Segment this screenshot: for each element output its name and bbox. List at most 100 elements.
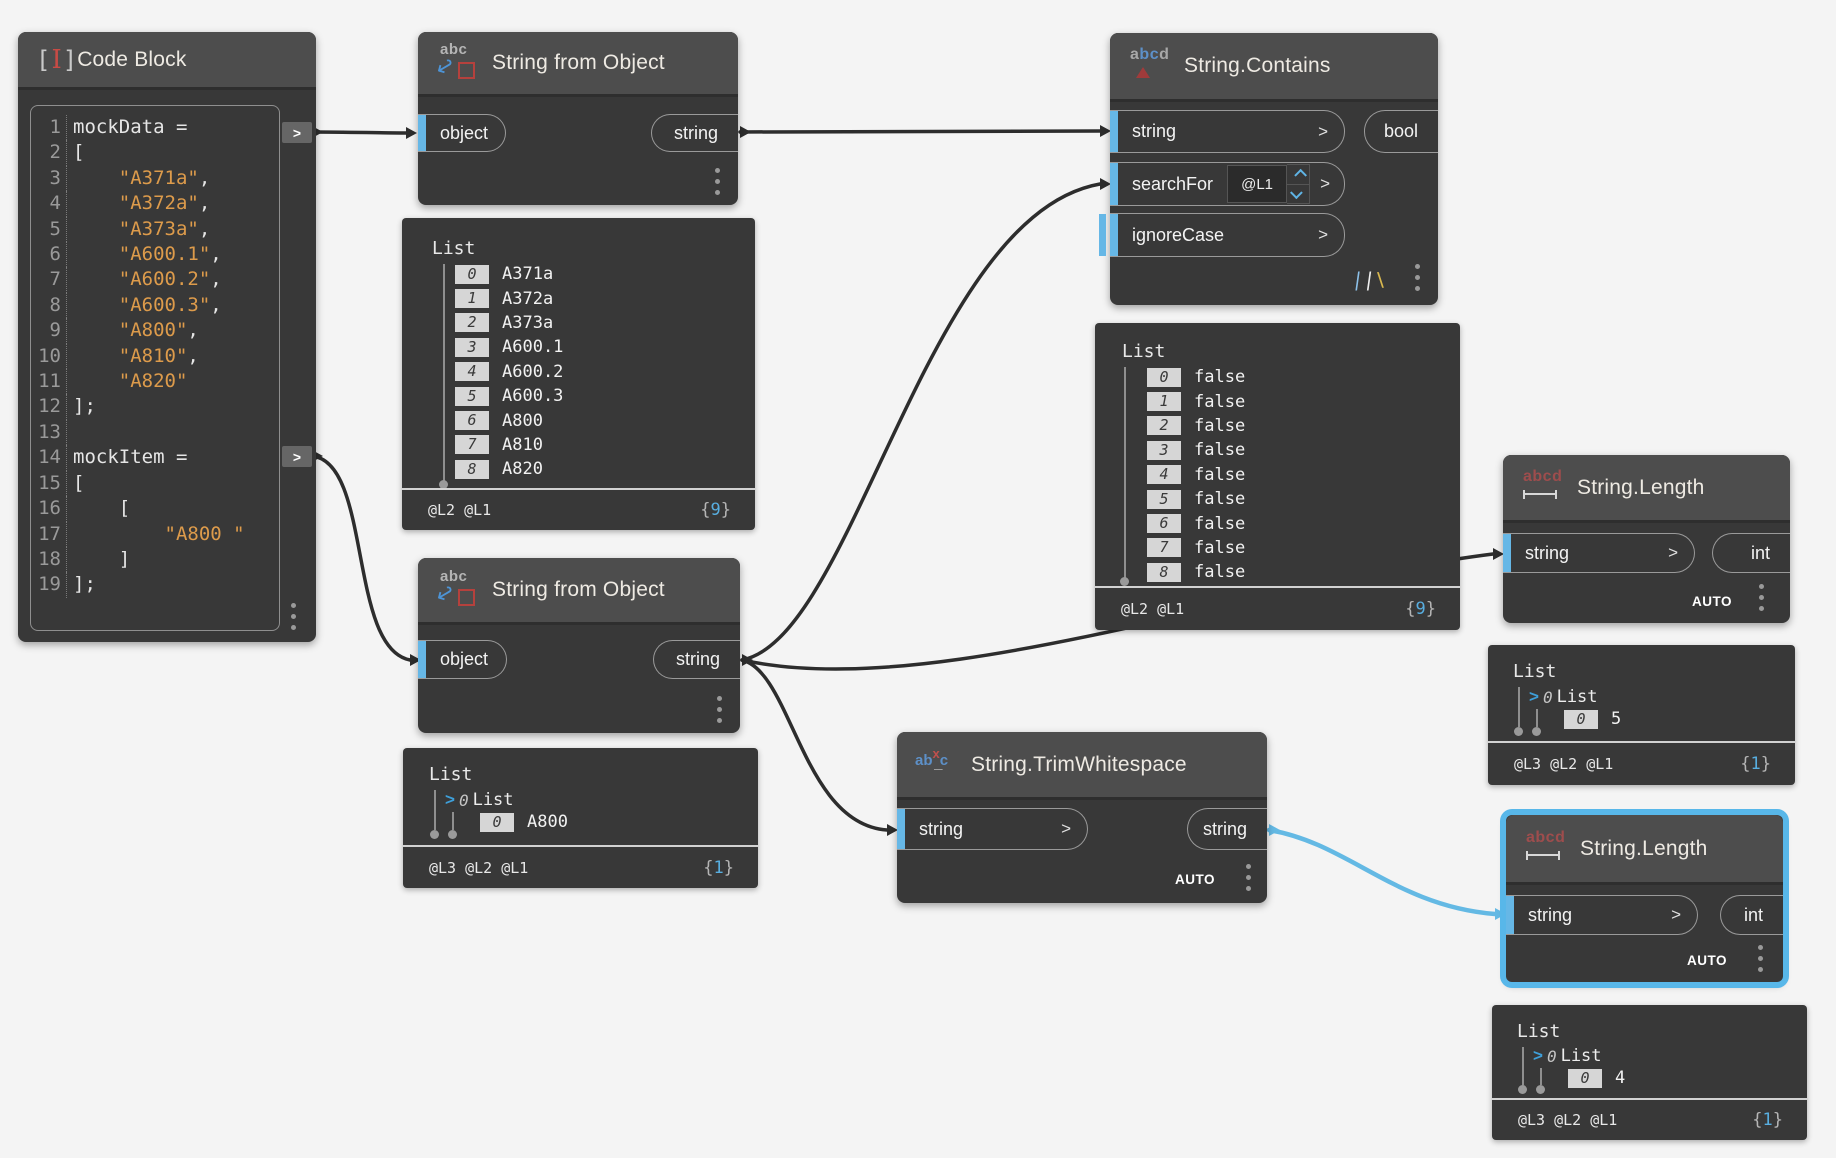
- default-value-chevron: >: [1671, 905, 1681, 924]
- default-port-marker: [1099, 214, 1106, 256]
- node-header[interactable]: abc ↩ String from Object: [418, 558, 740, 625]
- wire-sfo2-to-trim[interactable]: [740, 658, 889, 832]
- port-label: object: [440, 649, 489, 669]
- default-value-chevron: >: [1318, 121, 1328, 141]
- tree-dot: [1514, 727, 1523, 736]
- node-menu-icon[interactable]: [1415, 264, 1420, 291]
- node-string-from-object-1[interactable]: abc ↩ String from Object object string: [418, 32, 738, 205]
- output-port-string[interactable]: string: [1187, 808, 1267, 850]
- level-value-box[interactable]: @L1: [1227, 165, 1288, 203]
- output-port-string[interactable]: string: [653, 640, 740, 679]
- leaf-index: 0: [480, 812, 514, 832]
- node-menu-icon[interactable]: [1758, 945, 1763, 972]
- node-string-length-1[interactable]: abcd String.Length string > int AUTO: [1503, 455, 1790, 623]
- node-string-length-2-selected[interactable]: abcd String.Length string > int AUTO: [1506, 815, 1783, 982]
- bubble-footer: @L3 @L2 @L1 {1}: [1492, 1098, 1807, 1140]
- node-menu-icon[interactable]: [1759, 584, 1764, 611]
- port-marker: [418, 115, 426, 151]
- code-output-port-1[interactable]: >: [282, 122, 312, 143]
- input-port-string[interactable]: string >: [1503, 533, 1695, 573]
- tree-line: [1522, 1047, 1524, 1085]
- node-header[interactable]: abxc_ String.TrimWhitespace: [897, 732, 1267, 800]
- spinner-up-icon[interactable]: [1287, 165, 1310, 185]
- list-root-label: List: [432, 238, 476, 259]
- execution-mode-label[interactable]: AUTO: [1174, 872, 1215, 887]
- node-header[interactable]: [I] Code Block: [18, 32, 316, 90]
- lacing-indicator[interactable]: ||\: [1350, 269, 1388, 291]
- leaf-value: 4: [1615, 1068, 1626, 1088]
- node-title: String.Contains: [1184, 54, 1331, 77]
- level-labels: @L3 @L2 @L1: [1518, 1111, 1618, 1129]
- node-menu-icon[interactable]: [715, 168, 720, 195]
- tree-line: [1540, 1068, 1542, 1085]
- node-menu-icon[interactable]: [1246, 864, 1251, 891]
- spinner-down-icon[interactable]: [1287, 185, 1309, 204]
- execution-mode-label[interactable]: AUTO: [1686, 953, 1727, 968]
- default-value-chevron: >: [1318, 225, 1328, 244]
- port-label: int: [1743, 904, 1763, 925]
- output-port-int[interactable]: int: [1720, 895, 1783, 935]
- item-count: {9}: [700, 500, 731, 520]
- output-port-bool[interactable]: bool: [1364, 110, 1438, 153]
- list-subrow: > 0 List: [1533, 1046, 1602, 1066]
- list-root-label: List: [429, 764, 473, 785]
- wire-trim-to-length2-selected[interactable]: [1266, 827, 1498, 917]
- tree-line: [443, 264, 445, 482]
- expand-chevron[interactable]: >: [445, 790, 455, 809]
- string-length-icon: abcd: [1521, 465, 1567, 511]
- code-output-port-2[interactable]: >: [282, 446, 312, 467]
- preview-bubble-5[interactable]: List > 0 List 0 5 @L3 @L2 @L1 {1}: [1488, 645, 1795, 785]
- node-header[interactable]: abcd String.Length: [1503, 455, 1790, 523]
- wire-codeblock-to-sfo2[interactable]: [310, 454, 412, 662]
- wire-codeblock-to-sfo1[interactable]: [310, 130, 408, 135]
- output-port-string[interactable]: string: [651, 114, 738, 152]
- tree-dot: [1120, 577, 1129, 586]
- bubble-footer: @L3 @L2 @L1 {1}: [403, 845, 758, 888]
- node-string-trimwhitespace[interactable]: abxc_ String.TrimWhitespace string > str…: [897, 732, 1267, 903]
- port-label: string: [1528, 904, 1573, 925]
- node-header[interactable]: abcd String.Length: [1506, 815, 1783, 885]
- node-title: Code Block: [77, 47, 187, 71]
- execution-mode-label[interactable]: AUTO: [1691, 594, 1732, 609]
- port-label: object: [440, 122, 489, 143]
- list-subrow: > 0 List: [445, 790, 514, 810]
- port-label: string: [673, 122, 718, 143]
- sub-list-label: List: [1556, 687, 1598, 707]
- port-marker: [1110, 214, 1118, 256]
- input-port-ignorecase[interactable]: ignoreCase >: [1099, 213, 1345, 257]
- default-value-chevron: >: [1320, 174, 1330, 193]
- expand-chevron[interactable]: >: [1529, 687, 1539, 706]
- input-port-string[interactable]: string >: [897, 808, 1088, 850]
- level-labels: @L2 @L1: [1121, 600, 1185, 618]
- preview-bubble-4[interactable]: List > 0 List 0 4 @L3 @L2 @L1 {1}: [1492, 1005, 1807, 1140]
- expand-chevron[interactable]: >: [1533, 1046, 1543, 1065]
- node-string-from-object-2[interactable]: abc ↩ String from Object object string: [418, 558, 740, 733]
- level-spinner[interactable]: [1287, 164, 1311, 204]
- output-port-int[interactable]: int: [1712, 533, 1790, 573]
- input-port-searchfor[interactable]: searchFor @L1 >: [1110, 162, 1345, 206]
- tree-dot: [430, 830, 439, 839]
- leaf-index: 0: [1568, 1068, 1602, 1088]
- wire-sfo1-to-contains-string[interactable]: [738, 129, 1102, 134]
- tree-line: [1124, 367, 1126, 579]
- node-header[interactable]: abcd String.Contains: [1110, 33, 1438, 102]
- node-header[interactable]: abc ↩ String from Object: [418, 32, 738, 97]
- input-port-object[interactable]: object: [418, 114, 506, 152]
- input-port-object[interactable]: object: [418, 640, 507, 679]
- wire-sfo2-to-contains-searchfor[interactable]: [740, 182, 1102, 662]
- node-menu-icon[interactable]: [291, 603, 296, 630]
- input-port-string[interactable]: string >: [1506, 895, 1698, 935]
- input-port-string[interactable]: string >: [1110, 110, 1345, 153]
- node-menu-icon[interactable]: [717, 696, 722, 723]
- tree-dot: [448, 830, 457, 839]
- preview-bubble-a800[interactable]: List > 0 List 0 A800 @L3 @L2 @L1 {1}: [403, 748, 758, 888]
- node-string-contains[interactable]: abcd String.Contains string > searchFor …: [1099, 33, 1438, 305]
